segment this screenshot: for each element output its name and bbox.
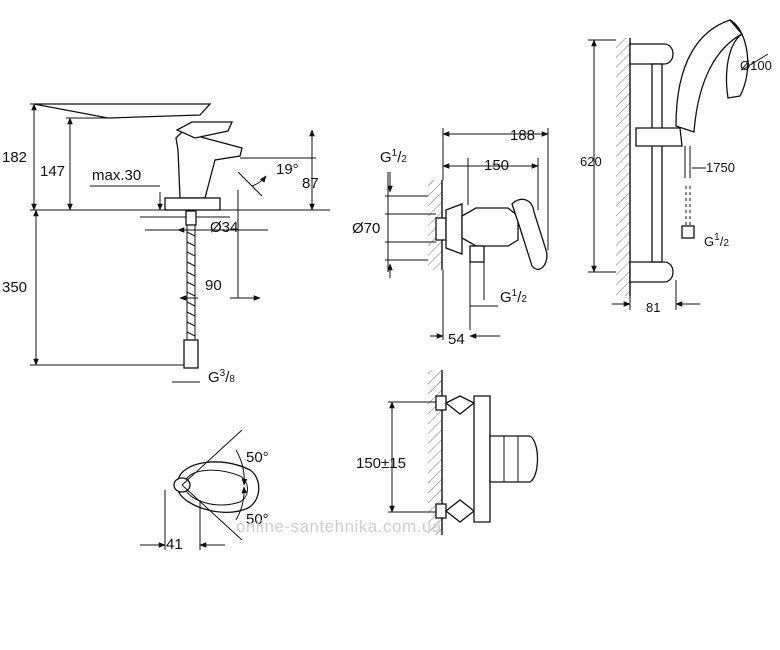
shower-set-view — [588, 19, 769, 310]
outlet-thread-label: G1/2 — [500, 288, 527, 306]
angle-bottom-label: 50° — [246, 511, 269, 528]
hose-length-label: 1750 — [706, 160, 735, 175]
connection-label: G3/8 — [208, 368, 235, 386]
angle-top-label: 50° — [246, 449, 269, 466]
hole-diameter-label: Ø34 — [210, 219, 238, 236]
head-diameter-label: Ø100 — [740, 58, 772, 73]
projection-label: 81 — [646, 300, 660, 315]
hose-length-label: 350 — [2, 279, 27, 296]
depth-label: 54 — [448, 331, 465, 348]
shower-mixer-front-view — [388, 370, 539, 535]
reach-label: 90 — [205, 277, 222, 294]
width-total-label: 188 — [510, 127, 535, 144]
thread-label: G1/2 — [380, 148, 407, 166]
height-label: 620 — [580, 154, 602, 169]
angle-label: 19° — [276, 161, 299, 178]
basin-mixer-dimension-labels: 182 147 max.30 19° 87 Ø34 350 90 G3/8 — [2, 149, 319, 386]
shower-mixer-dimension-labels: 188 150 G1/2 Ø70 G1/2 54 — [352, 127, 535, 348]
shower-set-dimension-labels: 620 Ø100 1750 G1/2 81 — [580, 58, 772, 315]
rosette-label: Ø70 — [352, 220, 380, 237]
basin-mixer-side-view — [30, 103, 330, 383]
width-spout-label: 150 — [484, 157, 509, 174]
centers-label: 150±15 — [356, 455, 406, 472]
spout-height-label: 87 — [302, 175, 319, 192]
lever-width-label: 41 — [166, 536, 183, 553]
height-spout-label: 147 — [40, 163, 65, 180]
shower-mixer-side-view — [385, 128, 549, 340]
set-thread-label: G1/2 — [704, 232, 729, 249]
max-label: max.30 — [92, 167, 141, 184]
lever-dimension-labels: 50° 50° 41 — [166, 449, 269, 553]
height-total-label: 182 — [2, 149, 27, 166]
shower-front-dimension-labels: 150±15 — [356, 455, 406, 472]
watermark: online-santehnika.com.ua — [236, 517, 442, 536]
lever-top-view — [140, 429, 260, 550]
